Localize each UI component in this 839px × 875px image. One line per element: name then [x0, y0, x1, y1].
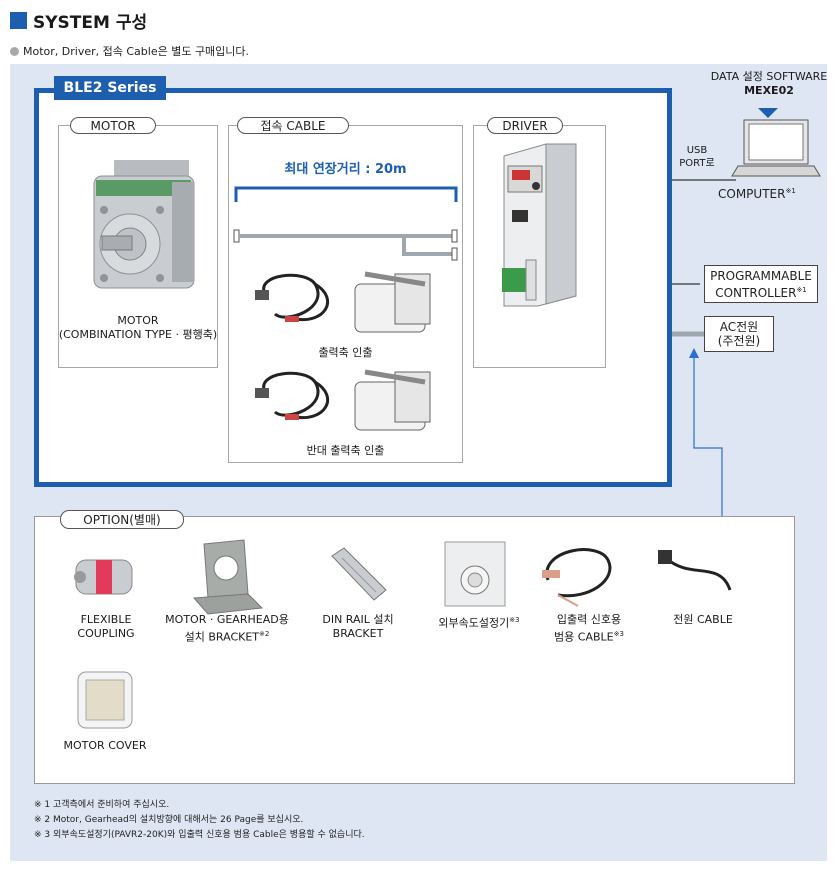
cable-length-diagram	[233, 186, 458, 261]
motor-label: MOTOR	[70, 117, 156, 134]
option-item-flexible-coupling: FLEXIBLE COUPLING	[77, 613, 135, 640]
option-item-power-cable: 전원 CABLE	[673, 613, 733, 626]
page-subtitle: Motor, Driver, 접속 Cable은 별도 구매입니다.	[10, 43, 249, 59]
ac-power-box: AC전원 (주전원)	[704, 316, 774, 352]
cable-label: 접속 CABLE	[237, 117, 349, 134]
software-label: DATA 설정 SOFTWARE MEXE02	[710, 70, 828, 97]
motor-gearhead-bracket-image	[192, 539, 264, 615]
option-item-din-rail-bracket: DIN RAIL 설치 BRACKET	[322, 613, 394, 640]
option-item-motor-bracket: MOTOR · GEARHEAD용 설치 BRACKET※2	[165, 613, 289, 644]
option-item-speed-setter: 외부속도설정기※3	[438, 616, 520, 630]
footnote-1: ※ 1 고객측에서 준비하여 주십시오.	[34, 800, 170, 810]
motor-cover-image	[77, 671, 133, 729]
max-distance-label: 최대 연장거리 : 20m	[284, 162, 407, 177]
cable-output-caption: 출력축 인출	[318, 346, 373, 359]
speed-potentiometer-image	[444, 541, 506, 607]
title-square-icon	[10, 12, 27, 29]
io-signal-cable-image	[542, 548, 612, 607]
driver-image	[502, 143, 577, 307]
usb-port-label: USB PORT로	[679, 145, 715, 169]
bullet-dot-icon	[10, 46, 19, 56]
page-title: SYSTEM 구성	[10, 8, 147, 33]
motor-image	[93, 160, 195, 289]
din-rail-bracket-image	[331, 547, 387, 601]
option-item-motor-cover: MOTOR COVER	[63, 739, 147, 752]
footnote-3: ※ 3 외부속도설정기(PAVR2-20K)와 입출력 신호용 범용 Cable…	[34, 830, 365, 840]
footnote-2: ※ 2 Motor, Gearhead의 설치방향에 대해서는 26 Page를…	[34, 815, 304, 825]
cable-output-image	[255, 271, 431, 333]
option-item-io-cable: 입출력 신호용 범용 CABLE※3	[554, 613, 624, 644]
power-cable-image	[658, 550, 732, 591]
cable-reverse-caption: 반대 출력축 인출	[306, 444, 385, 457]
computer-label: COMPUTER※1	[718, 187, 796, 201]
option-label: OPTION(별매)	[60, 510, 184, 529]
down-arrow-icon	[758, 108, 778, 118]
flexible-coupling-image	[74, 559, 133, 595]
driver-label: DRIVER	[487, 117, 563, 134]
plc-box: PROGRAMMABLE CONTROLLER※1	[704, 265, 818, 303]
computer-icon	[731, 119, 821, 177]
motor-caption: MOTOR (COMBINATION TYPE · 평행축)	[58, 314, 218, 341]
series-label: BLE2 Series	[54, 76, 166, 100]
cable-reverse-image	[255, 369, 431, 431]
